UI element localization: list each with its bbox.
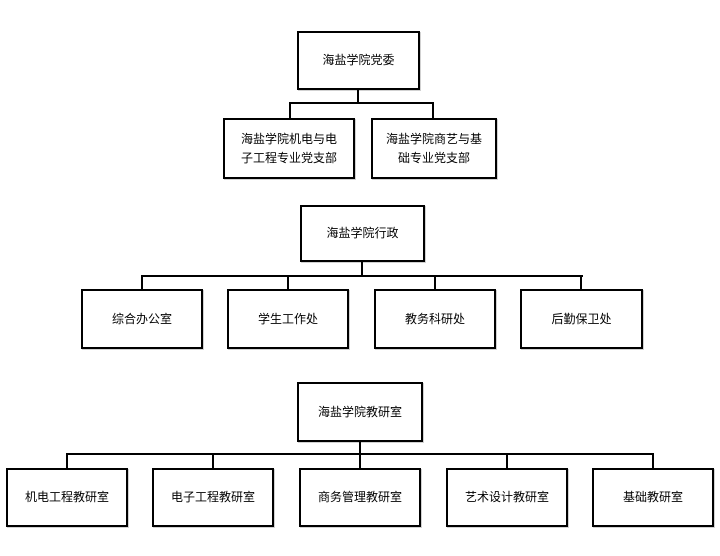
box-party-branch-mech-electronic-label: 海盐学院机电与电子工程专业党支部 xyxy=(240,131,337,165)
connector-stem-teaching-research xyxy=(359,442,361,454)
connector-drop-admin-3 xyxy=(434,275,436,289)
connector-drop-tro-4 xyxy=(506,453,508,468)
box-party-committee: 海盐学院党委 xyxy=(297,31,420,90)
connector-bus-party xyxy=(289,102,434,104)
box-general-office: 综合办公室 xyxy=(81,289,203,349)
box-logistics-security: 后勤保卫处 xyxy=(520,289,643,349)
box-electronic-engineering-tro-label: 电子工程教研室 xyxy=(170,490,255,505)
connector-stem-administration xyxy=(361,262,363,276)
box-academic-research-label: 教务科研处 xyxy=(404,311,465,326)
connector-drop-party-1 xyxy=(289,102,291,118)
connector-drop-admin-1 xyxy=(141,275,143,289)
connector-drop-tro-2 xyxy=(212,453,214,468)
box-general-office-label: 综合办公室 xyxy=(111,311,172,326)
connector-drop-tro-1 xyxy=(66,453,68,468)
box-party-branch-mech-electronic: 海盐学院机电与电子工程专业党支部 xyxy=(223,118,355,179)
box-party-committee-label: 海盐学院党委 xyxy=(322,53,395,68)
box-student-affairs: 学生工作处 xyxy=(227,289,349,349)
box-foundation-tro-label: 基础教研室 xyxy=(622,490,683,505)
box-administration-label: 海盐学院行政 xyxy=(326,226,399,241)
box-electronic-engineering-tro: 电子工程教研室 xyxy=(152,468,274,527)
box-business-management-tro-label: 商务管理教研室 xyxy=(317,490,402,505)
box-logistics-security-label: 后勤保卫处 xyxy=(551,311,612,326)
box-administration: 海盐学院行政 xyxy=(300,205,425,262)
box-student-affairs-label: 学生工作处 xyxy=(257,311,318,326)
connector-drop-admin-2 xyxy=(287,275,289,289)
connector-bus-administration xyxy=(141,275,583,277)
box-party-branch-business-arts-label: 海盐学院商艺与基础专业党支部 xyxy=(385,131,482,165)
connector-drop-tro-3 xyxy=(359,453,361,468)
box-foundation-tro: 基础教研室 xyxy=(592,468,714,527)
box-teaching-research-label: 海盐学院教研室 xyxy=(317,404,402,419)
box-art-design-tro-label: 艺术设计教研室 xyxy=(464,490,549,505)
box-mech-engineering-tro-label: 机电工程教研室 xyxy=(24,490,109,505)
box-mech-engineering-tro: 机电工程教研室 xyxy=(6,468,128,527)
connector-stem-party xyxy=(357,90,359,103)
box-art-design-tro: 艺术设计教研室 xyxy=(446,468,568,527)
connector-drop-admin-4 xyxy=(580,275,582,289)
connector-drop-party-2 xyxy=(432,102,434,118)
box-teaching-research: 海盐学院教研室 xyxy=(297,382,423,442)
connector-drop-tro-5 xyxy=(652,453,654,468)
box-academic-research: 教务科研处 xyxy=(374,289,496,349)
box-business-management-tro: 商务管理教研室 xyxy=(299,468,421,527)
box-party-branch-business-arts: 海盐学院商艺与基础专业党支部 xyxy=(371,118,497,179)
